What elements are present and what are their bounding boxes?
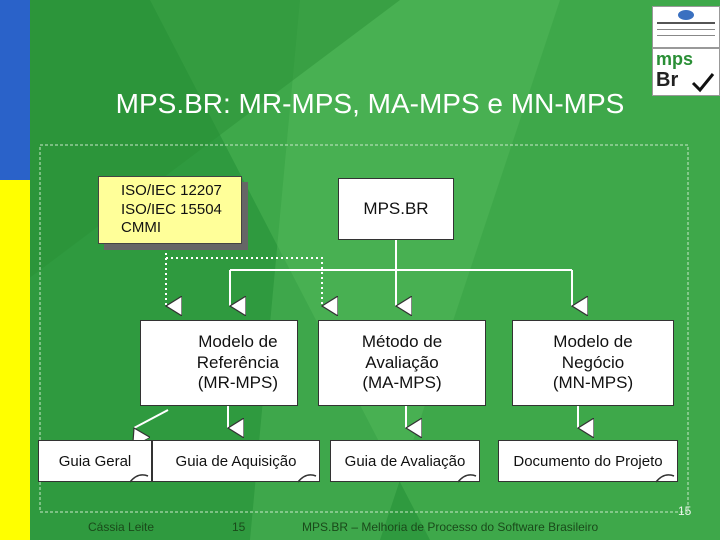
logo-text-br: Br [656, 69, 679, 91]
logo-text-mps: mps [656, 49, 694, 69]
mr-mps-box: Modelo de Referência (MR-MPS) [140, 320, 298, 406]
yellow-stripe [0, 180, 30, 540]
footer-author: Cássia Leite [88, 520, 155, 534]
logo-mpsbr: mps Br [652, 48, 720, 96]
slide-title: MPS.BR: MR-MPS, MA-MPS e MN-MPS [115, 88, 625, 119]
documento-projeto-doc: Documento do Projeto [498, 440, 678, 482]
guia-aquisicao-doc: Guia de Aquisição [152, 440, 320, 482]
guia-geral-doc: Guia Geral [38, 440, 152, 482]
guia-geral-label: Guia Geral [58, 452, 132, 470]
blue-stripe [0, 0, 30, 180]
logo-softex [652, 6, 720, 48]
ma-mps-box: Método de Avaliação (MA-MPS) [318, 320, 486, 406]
mpsbr-box: MPS.BR [338, 178, 454, 240]
standards-box: ISO/IEC 12207 ISO/IEC 15504 CMMI [98, 176, 242, 244]
guia-avaliacao-doc: Guia de Avaliação [330, 440, 480, 482]
documento-projeto-label: Documento do Projeto [513, 452, 663, 470]
guia-aquisicao-label: Guia de Aquisição [175, 452, 297, 470]
guia-avaliacao-label: Guia de Avaliação [344, 452, 466, 470]
mn-mps-box: Modelo de Negócio (MN-MPS) [512, 320, 674, 406]
footer-subtitle: MPS.BR – Melhoria de Processo do Softwar… [302, 520, 599, 534]
footer-page: 15 [232, 520, 246, 534]
corner-page-number: 15 [678, 504, 692, 518]
checkmark-icon [691, 73, 715, 93]
